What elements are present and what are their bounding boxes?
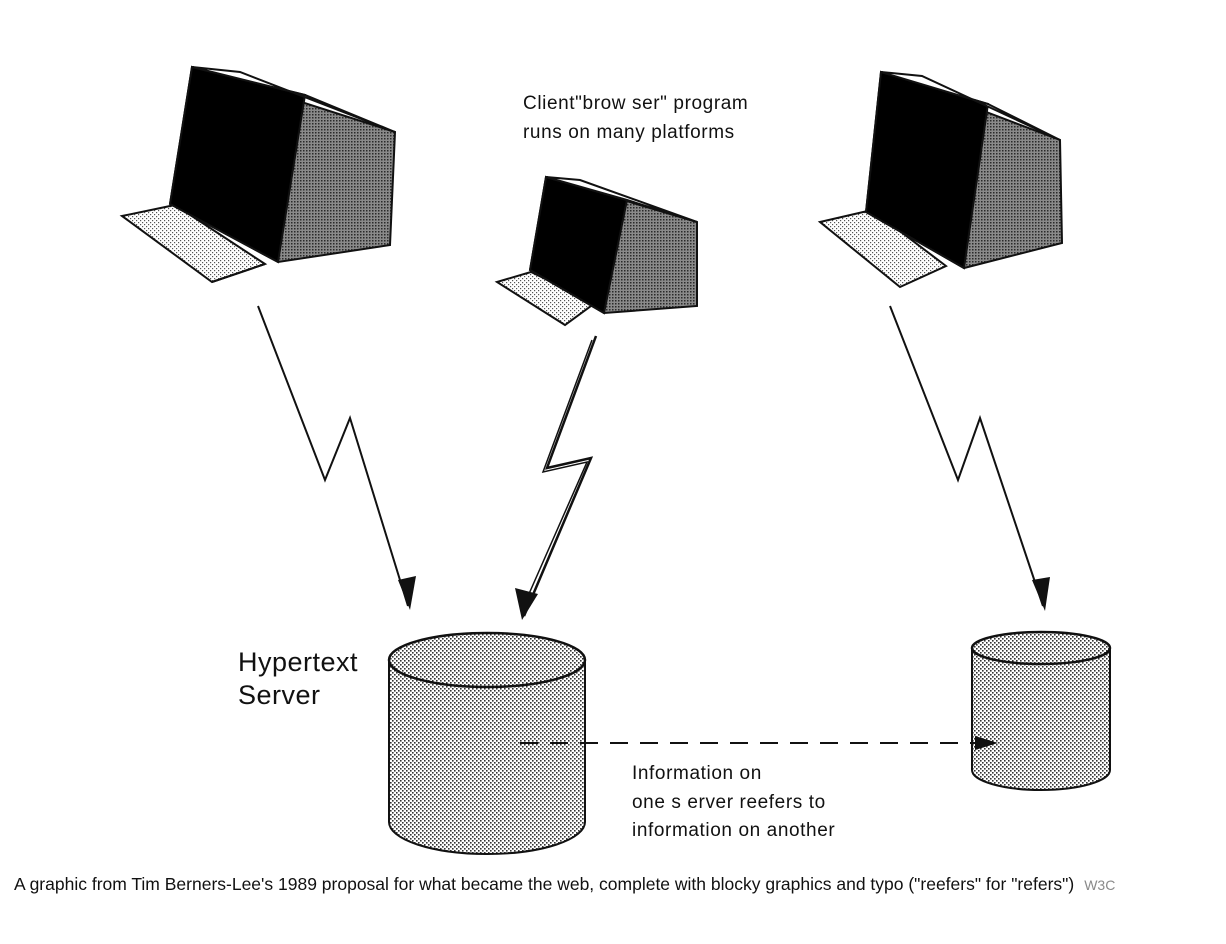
hypertext-server-cylinder: [387, 631, 587, 855]
right-client-computer: [817, 70, 1064, 289]
left-client-computer: [119, 65, 397, 284]
diagram-figure: Client"brow ser" program runs on many pl…: [119, 65, 1112, 855]
figure-caption: A graphic from Tim Berners-Lee's 1989 pr…: [14, 872, 1219, 898]
second-server-cylinder: [970, 630, 1112, 791]
info-label-line1: Information on: [632, 763, 762, 784]
middle-client-computer: [494, 175, 698, 327]
image-credit: W3C: [1084, 877, 1116, 893]
left-connection-arrow: [257, 305, 416, 610]
client-label-line1: Client"brow ser" program: [523, 93, 748, 114]
info-label-line3: information on another: [632, 820, 835, 841]
reference-dashed-arrow: [520, 736, 998, 750]
info-label-line2: one s erver reefers to: [632, 792, 826, 813]
right-connection-arrow: [889, 305, 1050, 611]
middle-connection-arrow: [515, 335, 598, 620]
server-label-line2: Server: [238, 680, 321, 710]
server-label-line1: Hypertext: [238, 647, 358, 677]
caption-text: A graphic from Tim Berners-Lee's 1989 pr…: [14, 874, 1075, 894]
client-label-line2: runs on many platforms: [523, 122, 735, 143]
